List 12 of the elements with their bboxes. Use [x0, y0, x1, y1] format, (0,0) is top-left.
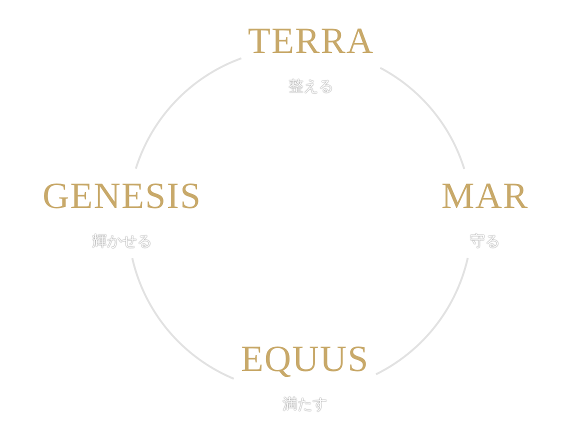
- section-title: MAR: [441, 175, 529, 219]
- section-title: TERRA: [248, 20, 374, 64]
- section-title: GENESIS: [42, 175, 202, 219]
- arc-connector: [131, 258, 234, 380]
- section-title: EQUUS: [240, 338, 370, 382]
- section-subtitle: 輝かせる: [92, 231, 152, 251]
- arc-connector: [380, 66, 466, 170]
- section-subtitle: 満たす: [282, 394, 328, 414]
- arc-connector: [376, 258, 469, 376]
- arc-connector: [134, 57, 242, 169]
- section-subtitle: 整える: [288, 76, 334, 96]
- section-subtitle: 守る: [470, 231, 500, 251]
